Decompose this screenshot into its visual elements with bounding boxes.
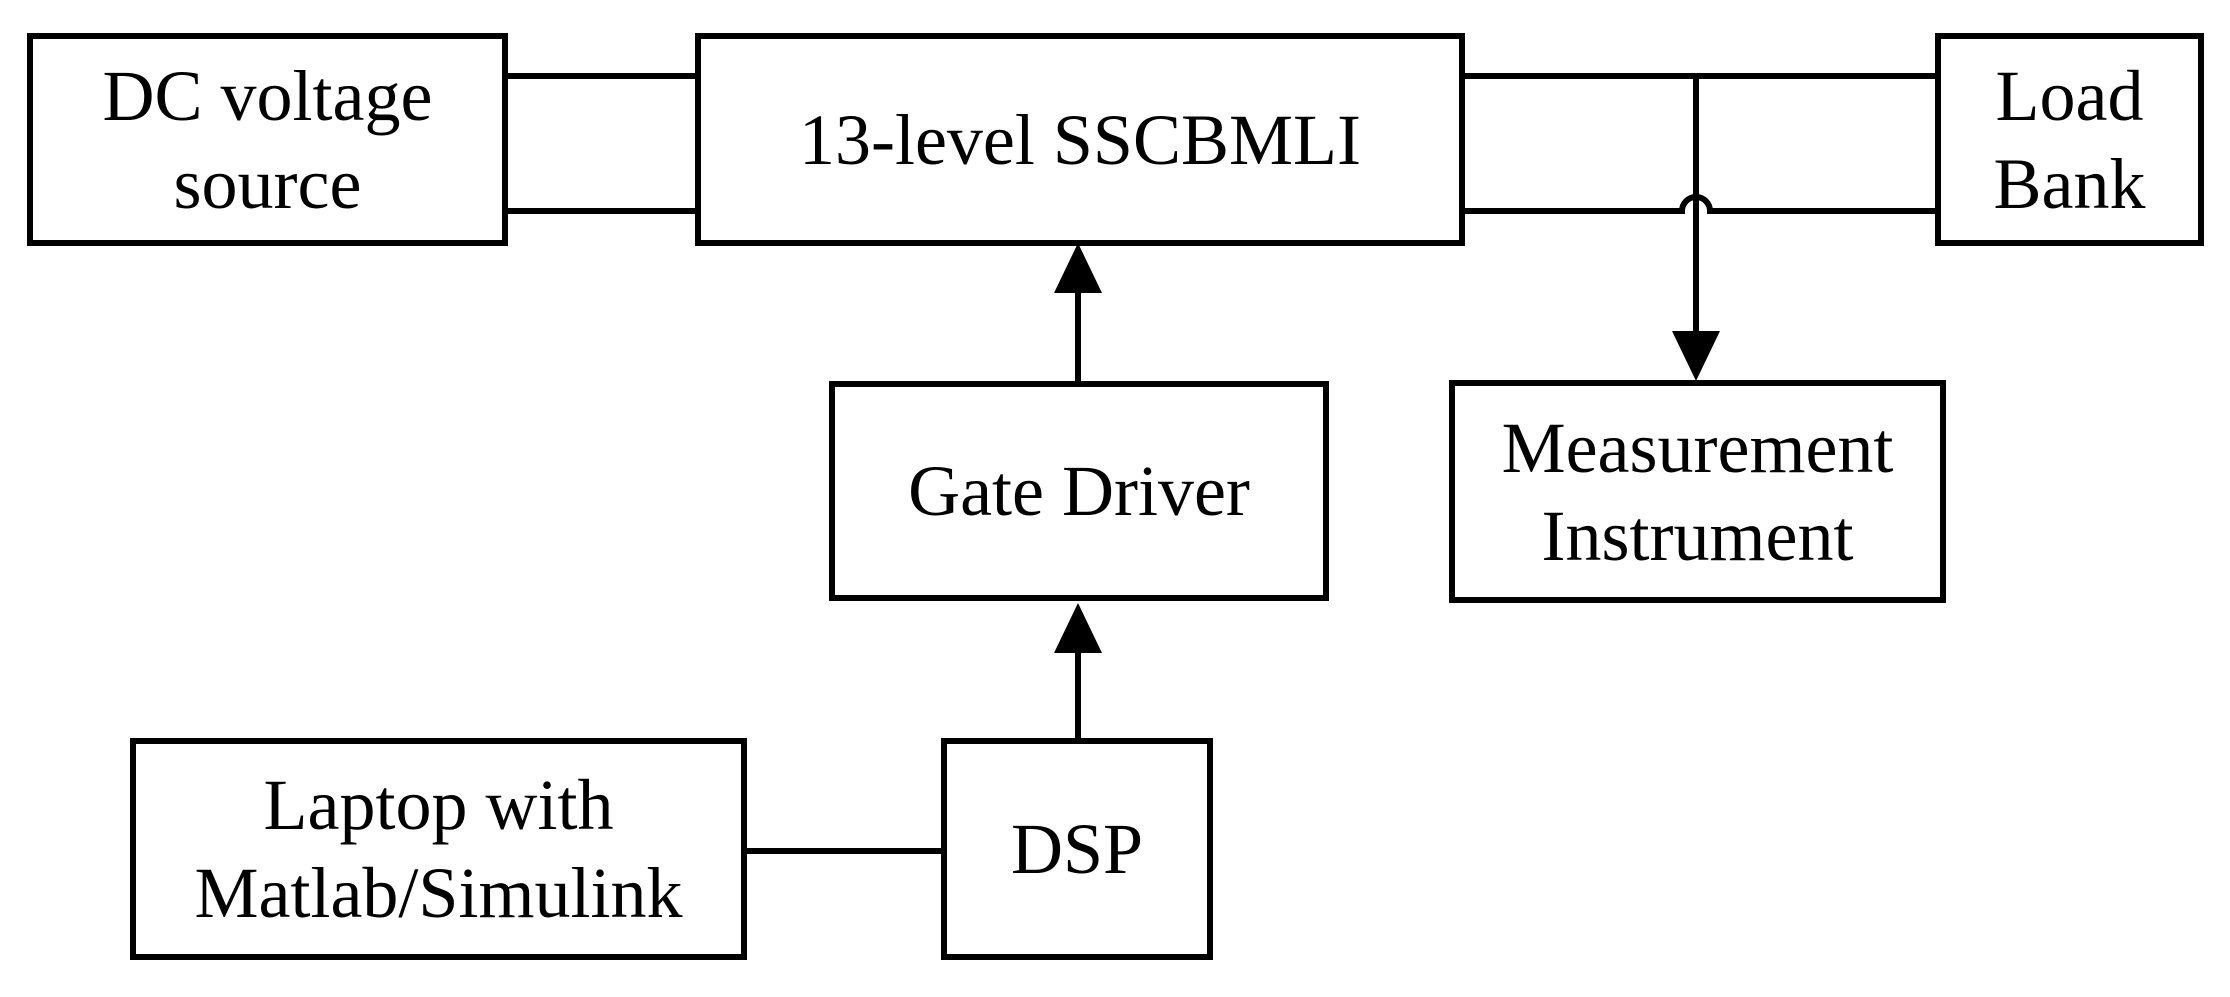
dc-voltage-source-block: DC voltage source (27, 33, 508, 246)
laptop-label-line1: Laptop with (263, 765, 614, 845)
arrow-head-to-measurement (1672, 331, 1720, 381)
dc-source-label-line1: DC voltage (102, 55, 433, 136)
load-bank-label-line1: Load (1995, 55, 2144, 136)
dc-source-label-line2: source (173, 143, 362, 224)
load-bank-label-line2: Bank (1993, 143, 2146, 224)
load-bank-block: Load Bank (1935, 33, 2204, 246)
arrow-head-to-inverter (1054, 243, 1102, 293)
inverter-label: 13-level SSCBMLI (798, 99, 1361, 180)
measurement-label-line2: Instrument (1541, 495, 1854, 576)
laptop-block: Laptop with Matlab/Simulink (130, 738, 747, 960)
gate-driver-label: Gate Driver (908, 451, 1250, 531)
gate-driver-block: Gate Driver (829, 381, 1329, 601)
measurement-label-line1: Measurement (1501, 407, 1894, 488)
dsp-label: DSP (1010, 809, 1144, 889)
arrow-head-to-gate-driver (1054, 603, 1102, 653)
inverter-to-load-bottom-wire (1460, 194, 1940, 214)
measurement-instrument-block: Measurement Instrument (1449, 380, 1946, 603)
inverter-block: 13-level SSCBMLI (695, 33, 1465, 246)
dsp-block: DSP (941, 738, 1213, 960)
laptop-label-line2: Matlab/Simulink (194, 853, 683, 933)
